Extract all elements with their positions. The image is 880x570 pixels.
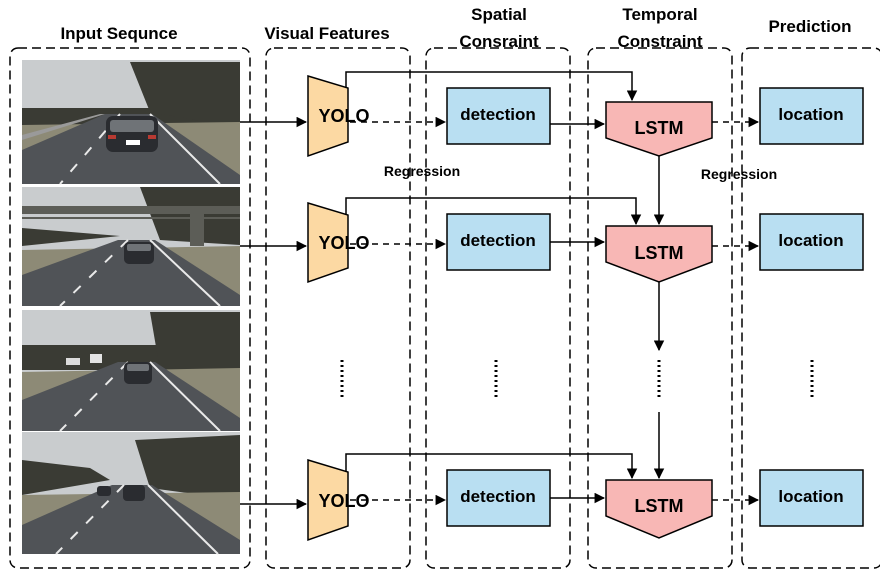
yolo-node-2 [307, 201, 349, 284]
location-node-3-label: location [778, 487, 843, 506]
yolo-node-3-label: YOLO [318, 491, 369, 511]
detection-node-3-label: detection [460, 487, 536, 506]
lstm-node-1 [605, 101, 713, 157]
location-node-1 [759, 87, 864, 145]
input-frame-2 [22, 187, 240, 307]
yolo-node-1-label: YOLO [318, 106, 369, 126]
yolo-node-2-label: YOLO [318, 233, 369, 253]
yolo-node-1 [307, 74, 349, 158]
spatial-column-frame [425, 47, 571, 569]
detection-node-2-label: detection [460, 231, 536, 250]
detection-node-1 [446, 87, 551, 145]
location-node-2-label: location [778, 231, 843, 250]
lstm-node-1-label: LSTM [635, 118, 684, 138]
detection-node-1-label: detection [460, 105, 536, 124]
input-frame-1 [22, 60, 240, 185]
regression-label-spatial: Regression [384, 163, 460, 179]
lstm-node-3-label: LSTM [635, 496, 684, 516]
lstm-node-2 [605, 225, 713, 283]
visual-column-frame [265, 47, 411, 569]
bypass-yolo3-lstm3 [345, 453, 638, 480]
location-node-2 [759, 213, 864, 271]
column-title-input: Input Sequnce [60, 24, 177, 43]
prediction-column-frame [741, 47, 880, 569]
column-title-temporal-line2: Constraint [618, 32, 703, 51]
lstm-node-3 [605, 479, 713, 539]
location-node-3 [759, 469, 864, 527]
bypass-yolo1-lstm1 [345, 71, 638, 102]
input-column-frame [9, 47, 251, 569]
bypass-yolo2-lstm2 [345, 197, 642, 226]
input-frame-4 [22, 432, 240, 555]
column-title-prediction: Prediction [768, 17, 851, 36]
detection-node-2 [446, 213, 551, 271]
column-title-temporal-line1: Temporal [622, 5, 697, 24]
location-node-1-label: location [778, 105, 843, 124]
input-frame-3 [22, 310, 240, 432]
temporal-column-frame [587, 47, 733, 569]
lstm-node-2-label: LSTM [635, 243, 684, 263]
yolo-node-3 [307, 458, 349, 542]
regression-label-temporal: Regression [701, 166, 777, 182]
column-title-visual: Visual Features [264, 24, 389, 43]
column-title-spatial-line2: Consraint [459, 32, 539, 51]
column-title-spatial-line1: Spatial [471, 5, 527, 24]
